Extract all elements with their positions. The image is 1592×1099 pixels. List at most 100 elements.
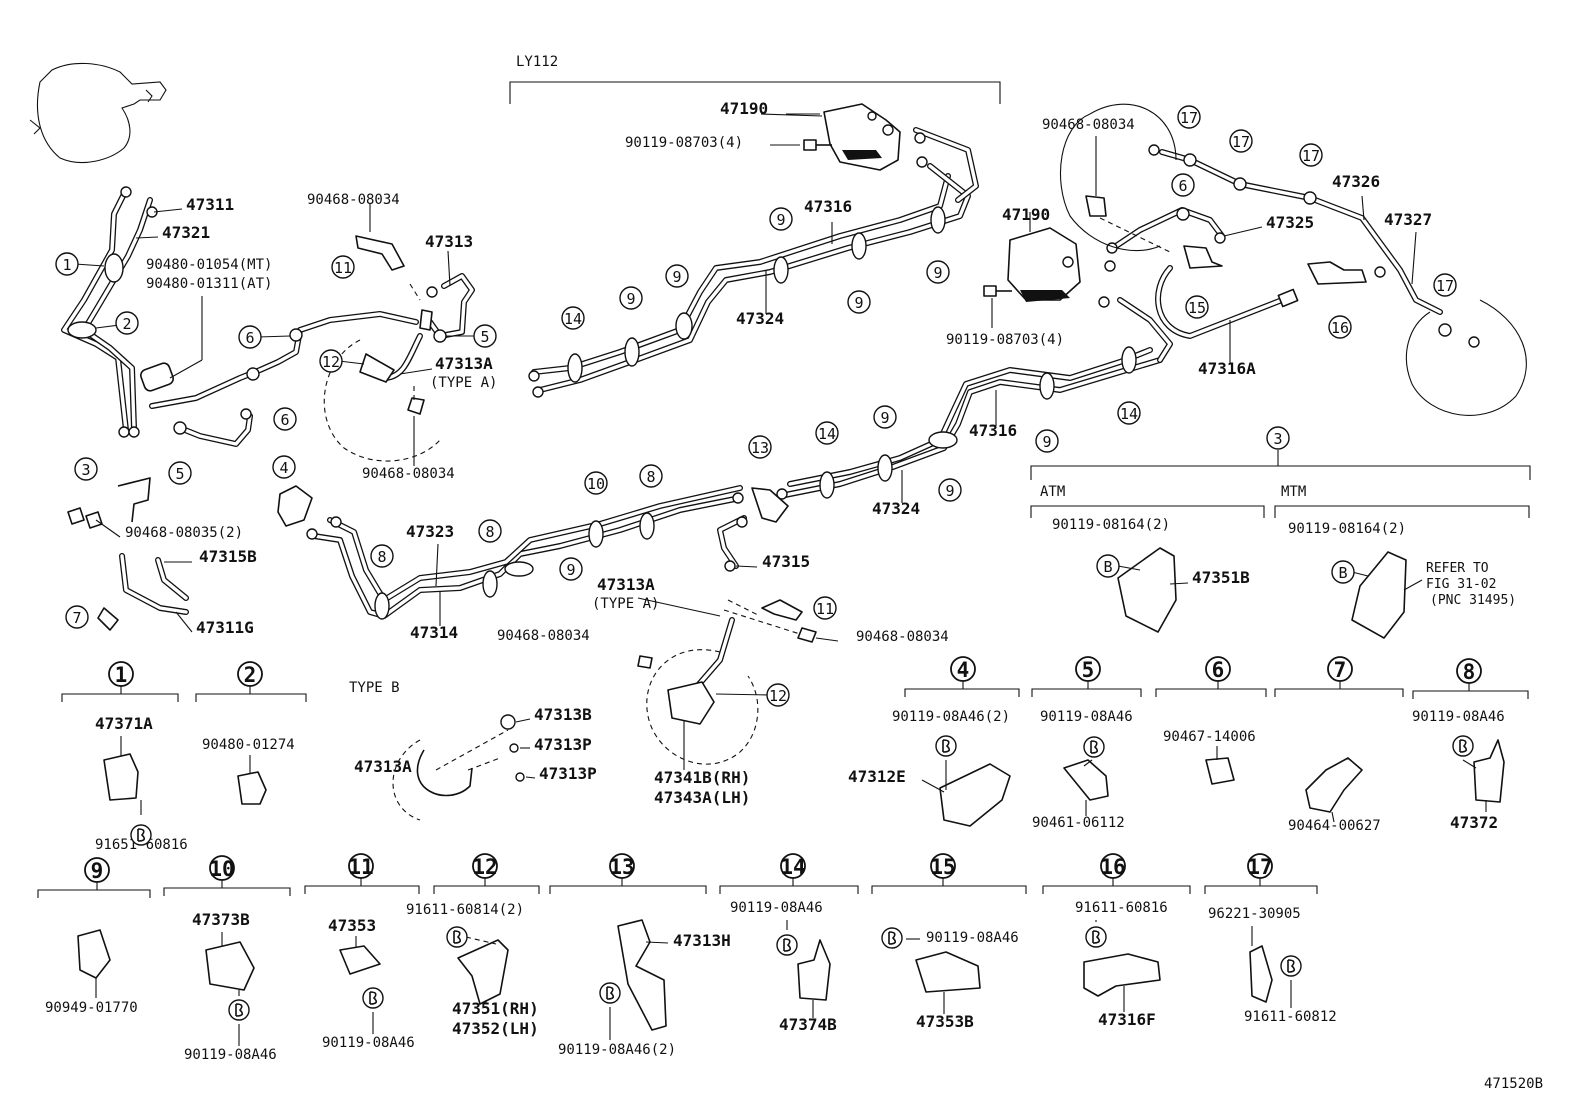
leader-lines — [74, 113, 1487, 1046]
callout-number: 8 — [646, 468, 655, 486]
detail-header-number: 7 — [1334, 658, 1347, 682]
callout-number: 1 — [62, 256, 71, 274]
callout-marker: 8 — [370, 544, 394, 568]
bolt-b-symbol — [446, 926, 468, 948]
bolt-b-symbol — [599, 982, 621, 1004]
detail-header-number: 11 — [348, 855, 373, 879]
part-label: 47313A — [354, 757, 412, 776]
detail-header-number: 12 — [472, 855, 497, 879]
bolt-glyph — [453, 930, 462, 944]
callout-marker: 9 — [665, 264, 689, 288]
bolt-b-symbol — [130, 824, 152, 846]
callout-marker: 15 — [1185, 295, 1209, 319]
part-label: 90464-00627 — [1288, 818, 1381, 834]
part-label: 90119-08A46 — [730, 900, 823, 916]
callout-number: 9 — [933, 264, 942, 282]
part-label: 90468-08035(2) — [125, 525, 243, 541]
callout-circle — [168, 461, 192, 485]
detail-header-number: 17 — [1247, 855, 1272, 879]
detail-header: 9 — [37, 857, 151, 898]
detail-header-number: 5 — [1082, 658, 1095, 682]
bolt-symbols — [130, 735, 1474, 1021]
part-label: 91611-60814(2) — [406, 902, 524, 918]
callout-number: 9 — [566, 561, 575, 579]
part-label: (TYPE A) — [430, 375, 497, 391]
bolt-b-symbol — [228, 999, 250, 1021]
part-label: ATM — [1040, 484, 1065, 500]
callout-circle — [619, 286, 643, 310]
callout-number: 3 — [1273, 430, 1282, 448]
part-label: 90119-08703(4) — [625, 135, 743, 151]
part-label: 90119-08A46 — [184, 1047, 277, 1063]
part-label: 47313A — [435, 354, 493, 373]
bolt-b-symbol — [1085, 926, 1107, 948]
callout-number: 9 — [626, 290, 635, 308]
detail-header-number: 9 — [91, 859, 104, 883]
part-label: 47315B — [199, 547, 257, 566]
callout-number: 2 — [122, 315, 131, 333]
callout-marker: 9 — [619, 286, 643, 310]
callout-marker: 9 — [926, 260, 950, 284]
callout-circle — [331, 255, 355, 279]
callout-marker: 4 — [272, 455, 296, 479]
callout-marker: 17 — [1299, 143, 1323, 167]
brake-actuator-ly112 — [770, 103, 901, 171]
callout-number: 12 — [322, 353, 340, 371]
callout-number: 11 — [816, 600, 834, 618]
small-parts — [67, 195, 1505, 1031]
part-label: 47327 — [1384, 210, 1432, 229]
callout-circle — [65, 605, 89, 629]
part-label: 47325 — [1266, 213, 1314, 232]
detail-header: 10 — [163, 855, 291, 896]
bolt-b-symbol — [881, 927, 903, 949]
callout-circle — [272, 455, 296, 479]
callout-circle — [665, 264, 689, 288]
part-label: 47372 — [1450, 813, 1498, 832]
part-label: 47326 — [1332, 172, 1380, 191]
part-label: 47324 — [736, 309, 784, 328]
bolt-glyph — [1459, 739, 1468, 753]
detail-header-bracket — [1412, 690, 1529, 699]
part-label: 47312E — [848, 767, 906, 786]
bolt-b-symbol — [1083, 736, 1105, 758]
bolt-callout: B — [1096, 554, 1120, 578]
callout-number: 15 — [1188, 299, 1206, 317]
part-label: 47316A — [1198, 359, 1256, 378]
part-label: 471520B — [1484, 1076, 1543, 1092]
callout-number: 6 — [280, 411, 289, 429]
callout-circle — [639, 464, 663, 488]
callout-circle — [1177, 105, 1201, 129]
callout-marker: 16 — [1328, 315, 1352, 339]
callout-number: 10 — [587, 475, 605, 493]
detail-header-bracket — [871, 885, 1027, 894]
callout-marker: 2 — [115, 311, 139, 335]
part-label: 47371A — [95, 714, 153, 733]
bolt-b-symbol — [776, 934, 798, 956]
detail-header: 5 — [1031, 656, 1142, 697]
part-label: 47351(RH) — [452, 999, 539, 1018]
detail-header-number: 8 — [1463, 660, 1476, 684]
detail-header-bracket — [719, 885, 859, 894]
part-label: 90119-08A46 — [322, 1035, 415, 1051]
bolt-b-symbol — [935, 735, 957, 757]
callout-number: 17 — [1232, 133, 1250, 151]
callout-circle — [813, 596, 837, 620]
part-label: 47316 — [804, 197, 852, 216]
callout-marker: 11 — [331, 255, 355, 279]
callout-circle — [769, 207, 793, 231]
part-label: 90119-08703(4) — [946, 332, 1064, 348]
part-label: 47313A — [597, 575, 655, 594]
part-label: 47323 — [406, 522, 454, 541]
callout-number: 8 — [485, 523, 494, 541]
part-label: 90119-08A46 — [1040, 709, 1133, 725]
part-label: 90119-08A46 — [926, 930, 1019, 946]
clamps — [67, 153, 1452, 620]
callout-marker: 3 — [1266, 426, 1290, 450]
bolt-callout: B — [1331, 560, 1355, 584]
callout-marker: 14 — [1117, 401, 1141, 425]
callout-marker: 14 — [561, 306, 585, 330]
callout-number: 13 — [751, 439, 769, 457]
callout-circle — [1035, 429, 1059, 453]
detail-header-number: 15 — [930, 855, 955, 879]
